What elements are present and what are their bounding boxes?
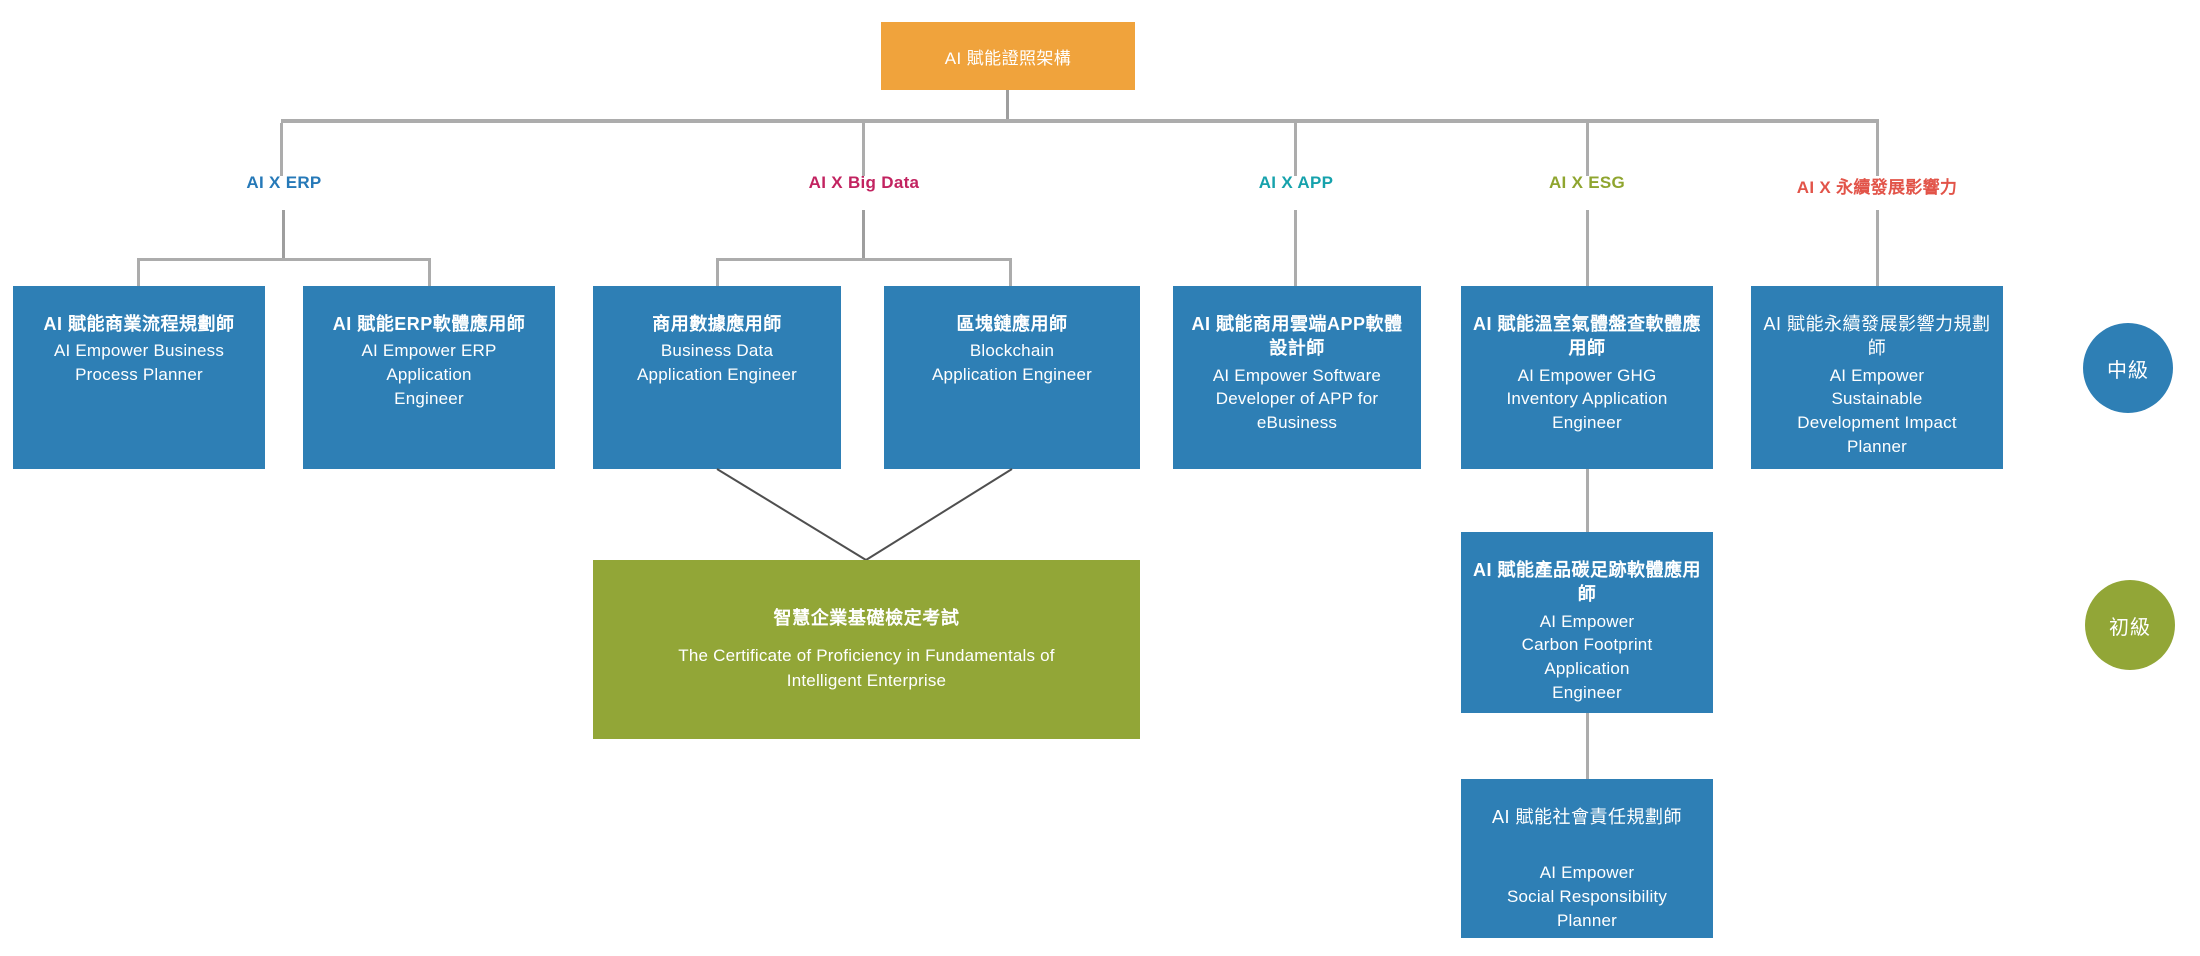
connector-esg-to-carbon [1586, 469, 1589, 532]
connector-drop-sustain [1876, 123, 1879, 176]
cert-box-erp-software: AI 賦能ERP軟體應用師 AI Empower ERP Application… [303, 286, 555, 469]
connector-bigdata-stub [862, 210, 865, 260]
connector-drop-bigdata [862, 123, 865, 176]
connector-bigdata-drop-right [1009, 258, 1012, 286]
connector-erp-stub [282, 210, 285, 260]
root-node: AI 賦能證照架構 [881, 22, 1135, 90]
branch-label-app: AI X APP [1258, 173, 1334, 192]
cert-subtitle: Business Data Application Engineer [637, 341, 797, 385]
connector-bigdata-horizontal [716, 258, 1012, 261]
cert-title: AI 賦能溫室氣體盤查軟體應用師 [1473, 314, 1701, 359]
connector-erp-drop-right [428, 258, 431, 286]
level-badge-label: 中級 [2107, 359, 2149, 382]
cert-title: AI 賦能ERP軟體應用師 [332, 314, 526, 334]
branch-label-erp: AI X ERP [246, 173, 322, 192]
cert-box-sustainable-impact: AI 賦能永續發展影響力規劃師 AI Empower Sustainable D… [1751, 286, 2003, 469]
cert-title: AI 賦能產品碳足跡軟體應用師 [1473, 560, 1701, 605]
connector-drop-app [1294, 123, 1297, 176]
connector-drop-esg [1586, 123, 1589, 176]
connector-app-stub [1294, 210, 1297, 286]
connector-erp-horizontal [137, 258, 431, 261]
connector-carbon-to-social [1586, 713, 1589, 779]
cert-subtitle: AI Empower Social Responsibility Planner [1506, 863, 1668, 930]
cert-title: AI 賦能社會責任規劃師 [1491, 807, 1682, 827]
cert-subtitle: Blockchain Application Engineer [932, 341, 1092, 385]
branch-label-bigdata: AI X Big Data [808, 173, 920, 192]
exam-title: 智慧企業基礎檢定考試 [773, 608, 960, 628]
connector-main-horizontal [281, 119, 1879, 123]
cert-subtitle: AI Empower GHG Inventory Application Eng… [1506, 365, 1668, 433]
cert-subtitle: AI Empower ERP Application Engineer [361, 341, 497, 408]
cert-box-social-responsibility: AI 賦能社會責任規劃師 AI Empower Social Responsib… [1461, 779, 1713, 938]
cert-box-blockchain: 區塊鏈應用師 Blockchain Application Engineer [884, 286, 1140, 469]
cert-box-business-process: AI 賦能商業流程規劃師 AI Empower Business Process… [13, 286, 265, 469]
cert-box-business-data: 商用數據應用師 Business Data Application Engine… [593, 286, 841, 469]
cert-title: AI 賦能永續發展影響力規劃師 [1763, 314, 1991, 359]
cert-title: AI 賦能商業流程規劃師 [43, 314, 235, 334]
cert-box-carbon-footprint: AI 賦能產品碳足跡軟體應用師 AI Empower Carbon Footpr… [1461, 532, 1713, 713]
level-badge-label: 初級 [2109, 616, 2151, 639]
cert-subtitle: AI Empower Business Process Planner [53, 341, 225, 385]
cert-title: AI 賦能商用雲端APP軟體設計師 [1191, 314, 1403, 359]
connector-drop-erp [280, 123, 283, 176]
level-badge-intermediate: 中級 [2083, 323, 2173, 413]
cert-title: 商用數據應用師 [652, 314, 782, 334]
cert-subtitle: AI Empower Sustainable Development Impac… [1797, 365, 1957, 456]
branch-label-sustain: AI X 永續發展影響力 [1796, 178, 1958, 197]
merge-lines-to-exam [716, 468, 1013, 561]
connector-esg-stub [1586, 210, 1589, 286]
connector-erp-drop-left [137, 258, 140, 286]
cert-subtitle: AI Empower Software Developer of APP for… [1212, 365, 1382, 433]
connector-root-stub [1006, 90, 1009, 121]
branch-label-esg: AI X ESG [1548, 173, 1626, 192]
cert-subtitle: AI Empower Carbon Footprint Application … [1521, 611, 1653, 702]
cert-box-ghg-inventory: AI 賦能溫室氣體盤查軟體應用師 AI Empower GHG Inventor… [1461, 286, 1713, 469]
exam-subtitle: The Certificate of Proficiency in Fundam… [678, 646, 1055, 690]
cert-box-cloud-app: AI 賦能商用雲端APP軟體設計師 AI Empower Software De… [1173, 286, 1421, 469]
exam-box-fundamentals: 智慧企業基礎檢定考試 The Certificate of Proficienc… [593, 560, 1140, 739]
root-node-label: AI 賦能證照架構 [944, 48, 1072, 68]
connector-bigdata-drop-left [716, 258, 719, 286]
connector-sustain-stub [1876, 210, 1879, 286]
level-badge-beginner: 初級 [2085, 580, 2175, 670]
cert-title: 區塊鏈應用師 [956, 314, 1068, 334]
